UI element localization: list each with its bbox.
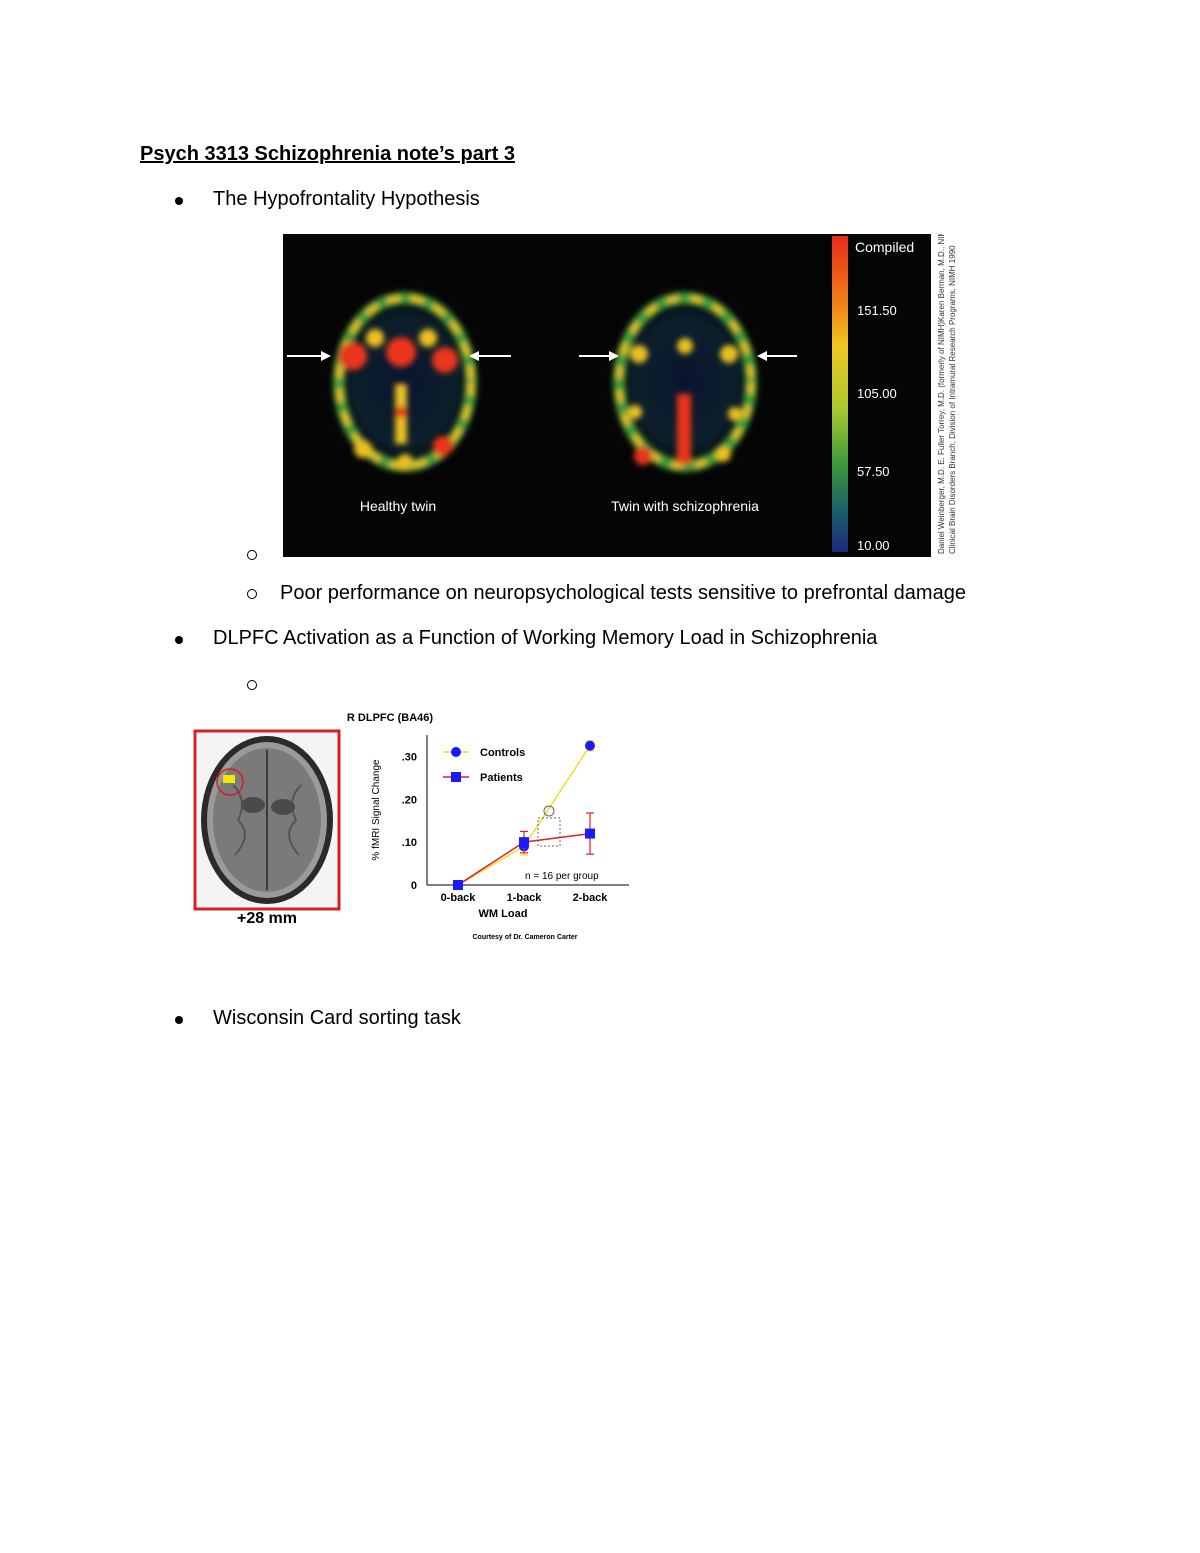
healthy-twin-label: Healthy twin [360, 498, 436, 514]
bullet-text: Wisconsin Card sorting task [213, 1007, 461, 1029]
left-arrow-icon [287, 351, 331, 361]
x-tick-labels: 0-back 1-back 2-back [441, 892, 609, 904]
bullet-dot-icon [175, 197, 183, 205]
document-title: Psych 3313 Schizophrenia note’s part 3 [140, 143, 515, 165]
legend-controls-label: Controls [480, 747, 525, 759]
y-tick-label: 0 [411, 880, 417, 892]
right-arrow-icon [757, 351, 797, 361]
mri-caption: +28 mm [237, 910, 297, 927]
y-tick-label: .20 [402, 794, 417, 806]
x-tick-label: 1-back [507, 892, 543, 904]
y-tick-label: .10 [402, 837, 417, 849]
schizophrenia-twin-label: Twin with schizophrenia [611, 498, 759, 514]
x-tick-label: 2-back [573, 892, 609, 904]
activation-spot [223, 775, 235, 783]
sample-size-annotation: n = 16 per group [525, 871, 599, 882]
legend: Controls Patients [443, 747, 525, 784]
legend-patients-marker-icon [451, 772, 461, 782]
sub-bullet-ring-icon [247, 550, 257, 560]
healthy-twin-brain-image [333, 292, 477, 472]
scale-value: 10.00 [857, 538, 890, 553]
sub-bullet-ring-icon [247, 589, 257, 599]
series-line-controls [457, 745, 591, 886]
scale-value: 57.50 [857, 464, 890, 479]
chart-title: R DLPFC (BA46) [347, 712, 434, 724]
bullet-text: DLPFC Activation as a Function of Workin… [213, 627, 878, 649]
courtesy-credit: Courtesy of Dr. Cameron Carter [472, 934, 577, 941]
color-scale-bar [832, 236, 848, 552]
scale-title: Compiled [855, 239, 914, 255]
dashed-annotation-box [537, 805, 561, 847]
legend-controls-marker-icon [451, 747, 461, 757]
schizophrenia-twin-brain-image [613, 292, 757, 472]
y-axis-label: % fMRI Signal Change [371, 759, 382, 861]
x-tick-label: 0-back [441, 892, 477, 904]
mri-brain-image [193, 729, 341, 911]
dlpfc-fmri-figure: +28 mm R DLPFC (BA46) 0 .10 .20 .30 0-back 1… [193, 712, 629, 941]
scale-value: 151.50 [857, 303, 897, 318]
left-arrow-icon [469, 351, 511, 361]
right-arrow-icon [579, 351, 619, 361]
data-point-patients [585, 828, 595, 839]
bullet-dot-icon [175, 1016, 183, 1024]
chart-series [453, 739, 595, 890]
pet-credit-line: Clinical Brain Disorders Branch, Divisio… [948, 245, 957, 554]
x-axis-label: WM Load [479, 908, 528, 920]
bullet-dot-icon [175, 636, 183, 644]
y-tick-labels: 0 .10 .20 .30 [402, 751, 417, 892]
scale-value: 105.00 [857, 386, 897, 401]
data-point-patients [453, 880, 463, 890]
data-point-patients [519, 837, 529, 848]
pet-scan-figure: Healthy twin Twin with schizophrenia Com… [283, 234, 957, 557]
pet-credit-line: Daniel Weinberger, M.D. E. Fuller Torrey… [937, 234, 946, 554]
roi-circle-icon [216, 768, 244, 796]
data-point-controls [585, 740, 595, 751]
sub-bullet-ring-icon [247, 680, 257, 690]
legend-patients-label: Patients [480, 772, 523, 784]
sub-bullet-text: Poor performance on neuropsychological t… [280, 582, 966, 604]
y-tick-label: .30 [402, 751, 417, 763]
bullet-text: The Hypofrontality Hypothesis [213, 188, 480, 210]
